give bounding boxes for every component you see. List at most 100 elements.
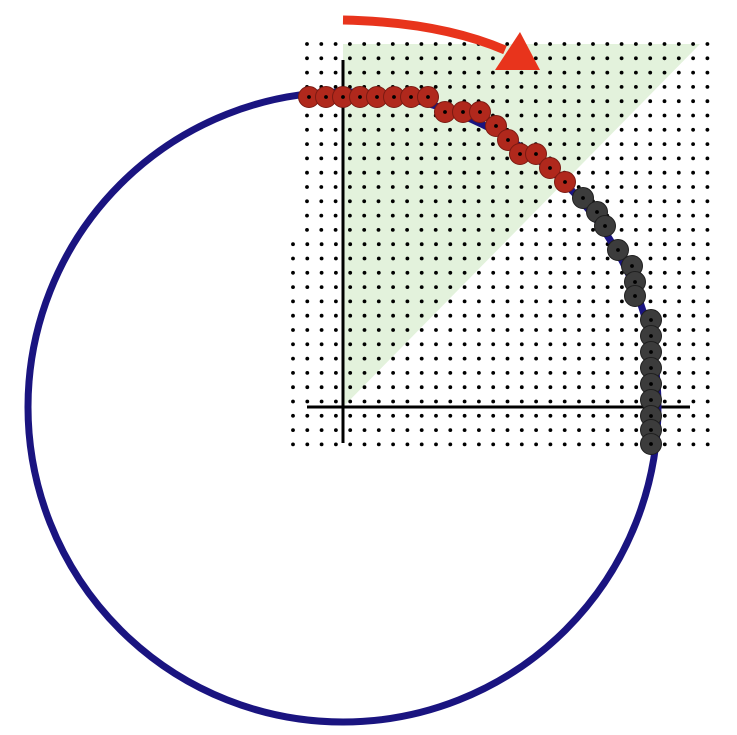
grid-dot [676, 142, 681, 147]
grid-dot [519, 342, 524, 347]
pixel-center-dot [649, 350, 653, 354]
grid-dot [677, 385, 681, 390]
grid-dot [348, 413, 353, 418]
grid-dot [548, 199, 552, 204]
grid-dot [705, 399, 710, 404]
grid-dot [319, 242, 324, 247]
grid-dot [505, 85, 510, 89]
grid-dot [291, 285, 295, 289]
grid-dot [677, 442, 681, 447]
grid-dot [348, 156, 352, 161]
grid-dot [348, 428, 353, 432]
grid-dot [619, 127, 624, 132]
grid-dot [376, 313, 381, 318]
grid-dot [534, 256, 538, 261]
grid-dot [605, 185, 610, 189]
grid-dot [576, 127, 581, 132]
grid-dot [390, 156, 395, 161]
grid-dot [519, 99, 524, 104]
grid-dot [634, 342, 639, 347]
grid-dot [505, 270, 510, 275]
grid-dot [577, 428, 581, 432]
grid-dot [333, 56, 338, 61]
grid-dot [576, 113, 581, 118]
grid-dot [605, 356, 610, 361]
pixel-center-dot [633, 280, 637, 284]
grid-dot [605, 328, 610, 332]
grid-dot [362, 185, 367, 189]
grid-dot [405, 371, 410, 375]
grid-dot [391, 442, 395, 447]
grid-dot [305, 256, 310, 261]
grid-dot [491, 256, 496, 261]
grid-dot [390, 56, 395, 61]
grid-dot [348, 385, 353, 390]
grid-dot [676, 156, 681, 161]
grid-dot [491, 170, 495, 175]
grid-dot [491, 399, 496, 404]
grid-dot [477, 299, 481, 304]
grid-dot [319, 385, 324, 390]
grid-dot [534, 285, 538, 289]
grid-dot [562, 442, 567, 447]
grid-dot [291, 428, 295, 432]
grid-dot [591, 127, 595, 132]
grid-dot [505, 170, 510, 175]
grid-dot [305, 56, 309, 61]
grid-dot [691, 328, 696, 332]
grid-dot [305, 328, 310, 332]
grid-dot [634, 228, 638, 232]
grid-dot [376, 342, 381, 347]
grid-dot [405, 270, 410, 275]
pixel-center-dot [478, 110, 482, 114]
pixel-center-dot [581, 196, 585, 200]
grid-dot [591, 156, 595, 161]
grid-dot [376, 399, 381, 404]
pixel-center-dot [518, 152, 522, 156]
grid-dot [362, 113, 367, 118]
grid-dot [705, 356, 710, 361]
grid-dot [620, 356, 624, 361]
grid-dot [376, 299, 381, 304]
grid-dot [662, 328, 667, 332]
grid-dot [548, 328, 553, 332]
grid-dot [648, 156, 653, 161]
grid-dot [419, 299, 424, 304]
grid-dot [291, 385, 295, 390]
grid-dot [362, 299, 367, 304]
grid-dot [405, 413, 410, 418]
grid-dot [577, 371, 581, 375]
grid-dot [448, 399, 453, 404]
grid-dot [362, 413, 367, 418]
grid-dot [662, 127, 667, 132]
grid-dot [591, 285, 596, 289]
grid-dot [305, 213, 309, 218]
grid-dot [576, 70, 581, 75]
grid-dot [505, 242, 510, 247]
grid-dot [548, 127, 552, 132]
grid-dot [620, 399, 624, 404]
grid-dot [319, 328, 324, 332]
grid-dot [305, 242, 310, 247]
grid-dot [676, 99, 681, 104]
grid-dot [548, 185, 552, 189]
grid-dot [334, 356, 338, 361]
grid-dot [562, 199, 567, 204]
grid-dot [648, 56, 653, 61]
grid-dot [305, 199, 309, 204]
grid-dot [662, 428, 667, 432]
grid-dot [519, 185, 524, 189]
grid-dot [376, 42, 381, 46]
grid-dot [662, 185, 667, 189]
grid-dot [691, 170, 695, 175]
grid-dot [291, 413, 295, 418]
grid-dot [705, 228, 710, 232]
grid-dot [548, 356, 553, 361]
grid-dot [434, 385, 438, 390]
grid-dot [348, 127, 352, 132]
grid-dot [305, 428, 310, 432]
grid-dot [376, 371, 381, 375]
grid-dot [433, 70, 438, 75]
grid-dot [333, 42, 338, 46]
pixel-center-dot [649, 442, 653, 446]
